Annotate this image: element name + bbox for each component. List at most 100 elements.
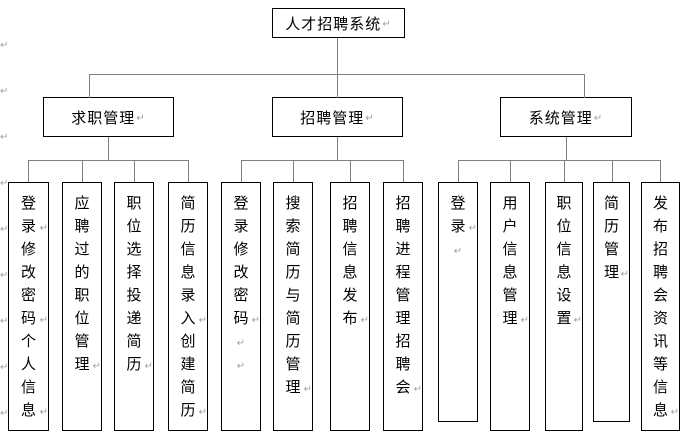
vertical-char-line: 讯 <box>642 330 679 353</box>
vertical-char-line: 搜 <box>274 192 312 215</box>
vertical-char: 程 <box>395 263 411 281</box>
connector-line <box>108 137 109 160</box>
vertical-char: 投 <box>126 286 142 304</box>
vertical-char-line: 与 <box>274 284 312 307</box>
vertical-char: 与 <box>285 286 301 304</box>
vertical-char: 讯 <box>652 332 668 350</box>
vertical-char: 户 <box>502 217 518 235</box>
vertical-char-line: 信 <box>491 238 529 261</box>
vertical-char-line: 的 <box>63 261 101 284</box>
vertical-char: 理 <box>395 309 411 327</box>
paragraph-mark-icon: ↵ <box>453 246 463 257</box>
vertical-char-line: 密 <box>9 284 48 307</box>
leaf-node: 发布招聘会资讯等信息↵ <box>641 182 680 431</box>
paragraph-mark-icon: ↵ <box>136 113 146 124</box>
vertical-char: 职 <box>74 286 90 304</box>
vertical-char-line: 个 <box>9 330 48 353</box>
vertical-char: 历 <box>180 401 196 419</box>
vertical-char-line: 递 <box>115 307 153 330</box>
paragraph-mark-icon: ↵ <box>468 223 477 234</box>
leaf-node: 简历信息录入↵创建简历↵ <box>168 182 208 431</box>
connector-line <box>566 137 567 160</box>
vertical-char: 管 <box>603 240 619 258</box>
vertical-char: 简 <box>180 378 196 396</box>
vertical-char-line: 选 <box>115 238 153 261</box>
vertical-char: 布 <box>342 309 358 327</box>
connector-line <box>564 160 565 182</box>
vertical-char-line: 聘 <box>384 353 422 376</box>
leaf-node: 登录↵↵ <box>438 182 478 422</box>
vertical-char-line: 位 <box>546 215 582 238</box>
vertical-char-line: 管 <box>274 353 312 376</box>
vertical-char: 修 <box>20 240 36 258</box>
connector-line <box>89 74 90 98</box>
paragraph-mark-icon: ↵ <box>236 361 246 372</box>
vertical-char-line: 设 <box>546 284 582 307</box>
vertical-char-line: 简 <box>169 376 207 399</box>
vertical-char-line: 建 <box>169 353 207 376</box>
vertical-char: 修 <box>233 240 249 258</box>
vertical-char-line: ↵ <box>222 330 260 353</box>
connector-line <box>28 160 29 182</box>
vertical-char: 职 <box>556 194 572 212</box>
vertical-char: 简 <box>285 240 301 258</box>
vertical-char: 信 <box>556 240 572 258</box>
vertical-char: 信 <box>652 378 668 396</box>
connector-line <box>28 160 189 161</box>
vertical-char-line: 管 <box>491 284 529 307</box>
vertical-char-line: 聘 <box>63 215 101 238</box>
paragraph-mark-icon: ↵ <box>0 178 9 189</box>
vertical-char: 录 <box>180 286 196 304</box>
vertical-char: 码 <box>233 309 249 327</box>
vertical-char: 位 <box>126 217 142 235</box>
leaf-node: 登录修改密码↵↵↵ <box>221 182 261 431</box>
vertical-char-line: 息 <box>546 261 582 284</box>
vertical-char-line: 招 <box>384 330 422 353</box>
connector-line <box>660 160 661 182</box>
vertical-char-line: 聘 <box>384 215 422 238</box>
vertical-char-line: 简 <box>594 192 629 215</box>
vertical-char-line: 历↵ <box>169 399 207 422</box>
connector-line <box>350 160 351 182</box>
paragraph-mark-icon: ↵ <box>620 269 629 280</box>
vertical-char: 简 <box>180 194 196 212</box>
paragraph-mark-icon: ↵ <box>39 315 48 326</box>
connector-line <box>584 74 585 98</box>
vertical-char-line: 登 <box>439 192 477 215</box>
vertical-char: 改 <box>20 263 36 281</box>
vertical-char-line: 户 <box>491 215 529 238</box>
vertical-char-line: 入↵ <box>169 307 207 330</box>
vertical-char: 登 <box>233 194 249 212</box>
vertical-char: 信 <box>20 378 36 396</box>
vertical-char: 聘 <box>395 217 411 235</box>
vertical-char: 简 <box>603 194 619 212</box>
vertical-char: 历 <box>180 217 196 235</box>
vertical-char-line: 登 <box>9 192 48 215</box>
vertical-char: 入 <box>180 309 196 327</box>
vertical-char-line: 理 <box>384 307 422 330</box>
vertical-char-line: 管 <box>594 238 629 261</box>
vertical-char-line: 简 <box>169 192 207 215</box>
vertical-char: 理 <box>74 355 90 373</box>
paragraph-mark-icon: ↵ <box>39 223 48 234</box>
vertical-char: 进 <box>395 240 411 258</box>
vertical-char: 选 <box>126 240 142 258</box>
vertical-char: 管 <box>285 355 301 373</box>
connector-line <box>82 160 83 182</box>
leaf-node: 职位选择投递简历↵ <box>114 182 154 431</box>
vertical-char: 信 <box>180 240 196 258</box>
vertical-char: 历 <box>126 355 142 373</box>
vertical-char-line: 信 <box>642 376 679 399</box>
node-job-seeking-management: 求职管理↵ <box>43 97 174 137</box>
vertical-char-line: 录↵ <box>9 215 48 238</box>
vertical-char: 位 <box>74 309 90 327</box>
paragraph-mark-icon: ↵ <box>92 361 101 372</box>
vertical-char: 职 <box>126 194 142 212</box>
vertical-char-line: 聘 <box>642 261 679 284</box>
vertical-char-line: 信 <box>331 238 369 261</box>
paragraph-mark-icon: ↵ <box>0 408 9 419</box>
vertical-char-line: 布↵ <box>331 307 369 330</box>
vertical-char-line: 资 <box>642 307 679 330</box>
vertical-char: 过 <box>74 240 90 258</box>
